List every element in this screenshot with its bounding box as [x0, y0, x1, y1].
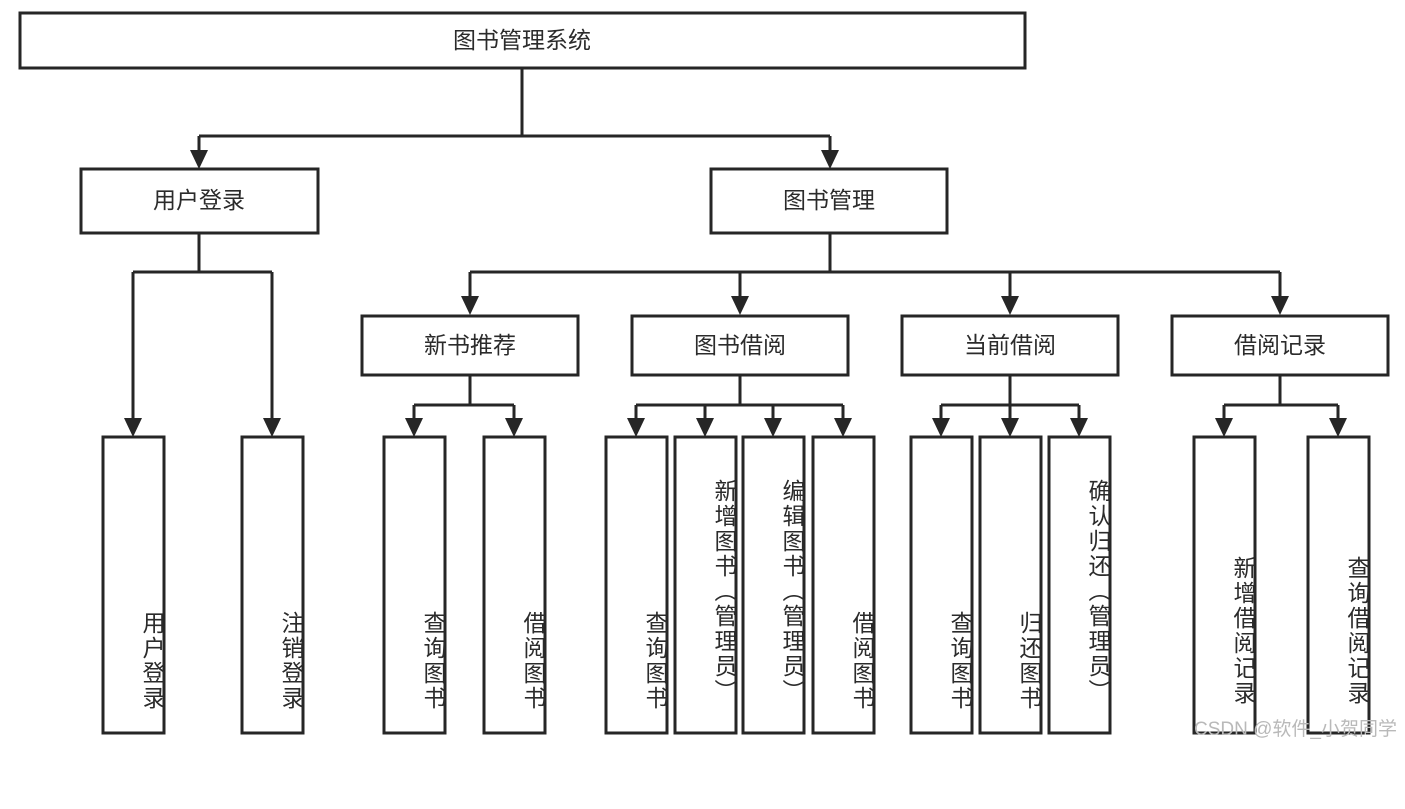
connectors [124, 68, 1347, 437]
node-root-system[interactable]: 图书管理系统 [18, 11, 1027, 70]
leaf-box-cb-return-book[interactable] [978, 435, 1043, 735]
leaf-boxes-current-borrow [909, 435, 1112, 735]
node-current-borrow-label: 当前借阅 [964, 332, 1056, 358]
leaf-box-cb-confirm-return[interactable] [1047, 435, 1112, 735]
leaf-box-bb-add-book[interactable] [673, 435, 738, 735]
leaf-box-br-add-record[interactable] [1192, 435, 1257, 735]
arrow-to-user-login [190, 150, 208, 169]
arrow-to-new-book [461, 296, 479, 315]
leaf-box-bb-query-book[interactable] [604, 435, 669, 735]
arrow-to-leaf-user-login [124, 418, 142, 437]
arrow-to-leaf-nb-2 [505, 418, 523, 437]
node-book-management[interactable]: 图书管理 [709, 167, 949, 235]
leaf-box-cb-query-book[interactable] [909, 435, 974, 735]
leaf-box-br-query-record[interactable] [1306, 435, 1371, 735]
arrow-to-leaf-bb-4 [834, 418, 852, 437]
arrow-to-leaf-logout [263, 418, 281, 437]
flowchart-svg: 图书管理系统 用户登录 图书管理 新书推荐 图书借阅 当前借阅 借阅记录 [18, 11, 1390, 735]
node-book-borrow[interactable]: 图书借阅 [630, 314, 850, 377]
leaf-boxes-user-login [101, 435, 305, 735]
leaf-box-nb-query-book[interactable] [382, 435, 447, 735]
arrow-to-leaf-nb-1 [405, 418, 423, 437]
leaf-boxes-borrow-record [1192, 435, 1371, 735]
node-new-book-recommend-label: 新书推荐 [424, 332, 516, 358]
node-root-label: 图书管理系统 [453, 27, 591, 53]
arrow-to-book-mgmt [821, 150, 839, 169]
leaf-box-logout[interactable] [240, 435, 305, 735]
arrow-to-borrow-record [1271, 296, 1289, 315]
node-user-login-label: 用户登录 [153, 187, 245, 213]
node-book-borrow-label: 图书借阅 [694, 332, 786, 358]
node-book-management-label: 图书管理 [783, 187, 875, 213]
arrow-to-leaf-cb-3 [1070, 418, 1088, 437]
arrow-to-current-borrow [1001, 296, 1019, 315]
node-borrow-record-label: 借阅记录 [1234, 332, 1326, 358]
diagram-canvas: 图书管理系统 用户登录 图书管理 新书推荐 图书借阅 当前借阅 借阅记录 [18, 11, 1397, 740]
arrow-to-leaf-bb-2 [696, 418, 714, 437]
csdn-watermark: CSDN @软件_小贺同学 [1194, 719, 1397, 740]
node-user-login[interactable]: 用户登录 [79, 167, 320, 235]
arrow-to-leaf-br-1 [1215, 418, 1233, 437]
leaf-box-nb-borrow-book[interactable] [482, 435, 547, 735]
arrow-to-leaf-bb-3 [764, 418, 782, 437]
leaf-box-user-login[interactable] [101, 435, 166, 735]
arrow-to-book-borrow [731, 296, 749, 315]
leaf-box-bb-borrow-book[interactable] [811, 435, 876, 735]
leaf-boxes-book-borrow [604, 435, 876, 735]
leaf-box-bb-edit-book[interactable] [741, 435, 806, 735]
node-borrow-record[interactable]: 借阅记录 [1170, 314, 1390, 377]
arrow-to-leaf-br-2 [1329, 418, 1347, 437]
leaf-boxes-new-book [382, 435, 547, 735]
node-new-book-recommend[interactable]: 新书推荐 [360, 314, 580, 377]
node-current-borrow[interactable]: 当前借阅 [900, 314, 1120, 377]
arrow-to-leaf-cb-2 [1001, 418, 1019, 437]
arrow-to-leaf-bb-1 [627, 418, 645, 437]
arrow-to-leaf-cb-1 [932, 418, 950, 437]
